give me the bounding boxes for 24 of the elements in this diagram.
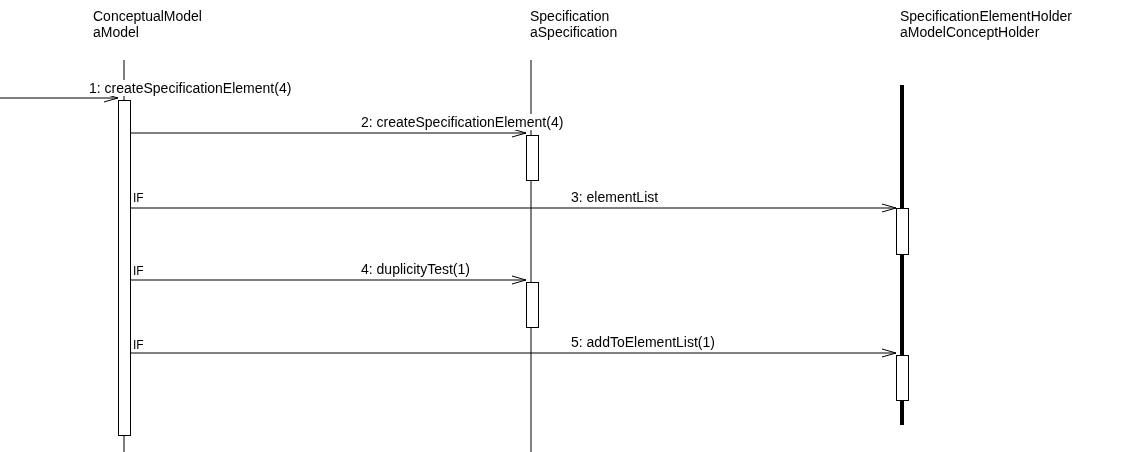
message-label: 1: createSpecificationElement(4) (88, 80, 293, 96)
class-name: Specification (530, 8, 611, 24)
message-arrow (130, 128, 527, 138)
message-label: 4: duplicityTest(1) (360, 261, 471, 277)
activation-bar (896, 208, 909, 255)
class-name: ConceptualModel (93, 8, 202, 24)
message-arrow (0, 93, 119, 103)
object-name: aModelConceptHolder (900, 24, 1041, 40)
message-arrow (130, 203, 897, 213)
object-name: aSpecification (530, 24, 618, 40)
activation-bar (526, 135, 539, 181)
activation-bar (896, 355, 909, 401)
activation-bar (118, 100, 131, 436)
message-arrow (130, 348, 897, 358)
guard-label: IF (133, 337, 144, 353)
object-name: aModel (93, 24, 140, 40)
message-arrow (130, 275, 527, 285)
message-label: 3: elementList (570, 189, 660, 205)
guard-label: IF (133, 263, 144, 279)
guard-label: IF (133, 190, 144, 206)
activation-bar (526, 282, 539, 328)
class-name: SpecificationElementHolder (900, 8, 1072, 24)
message-label: 2: createSpecificationElement(4) (360, 114, 565, 130)
message-label: 5: addToElementList(1) (570, 334, 716, 350)
